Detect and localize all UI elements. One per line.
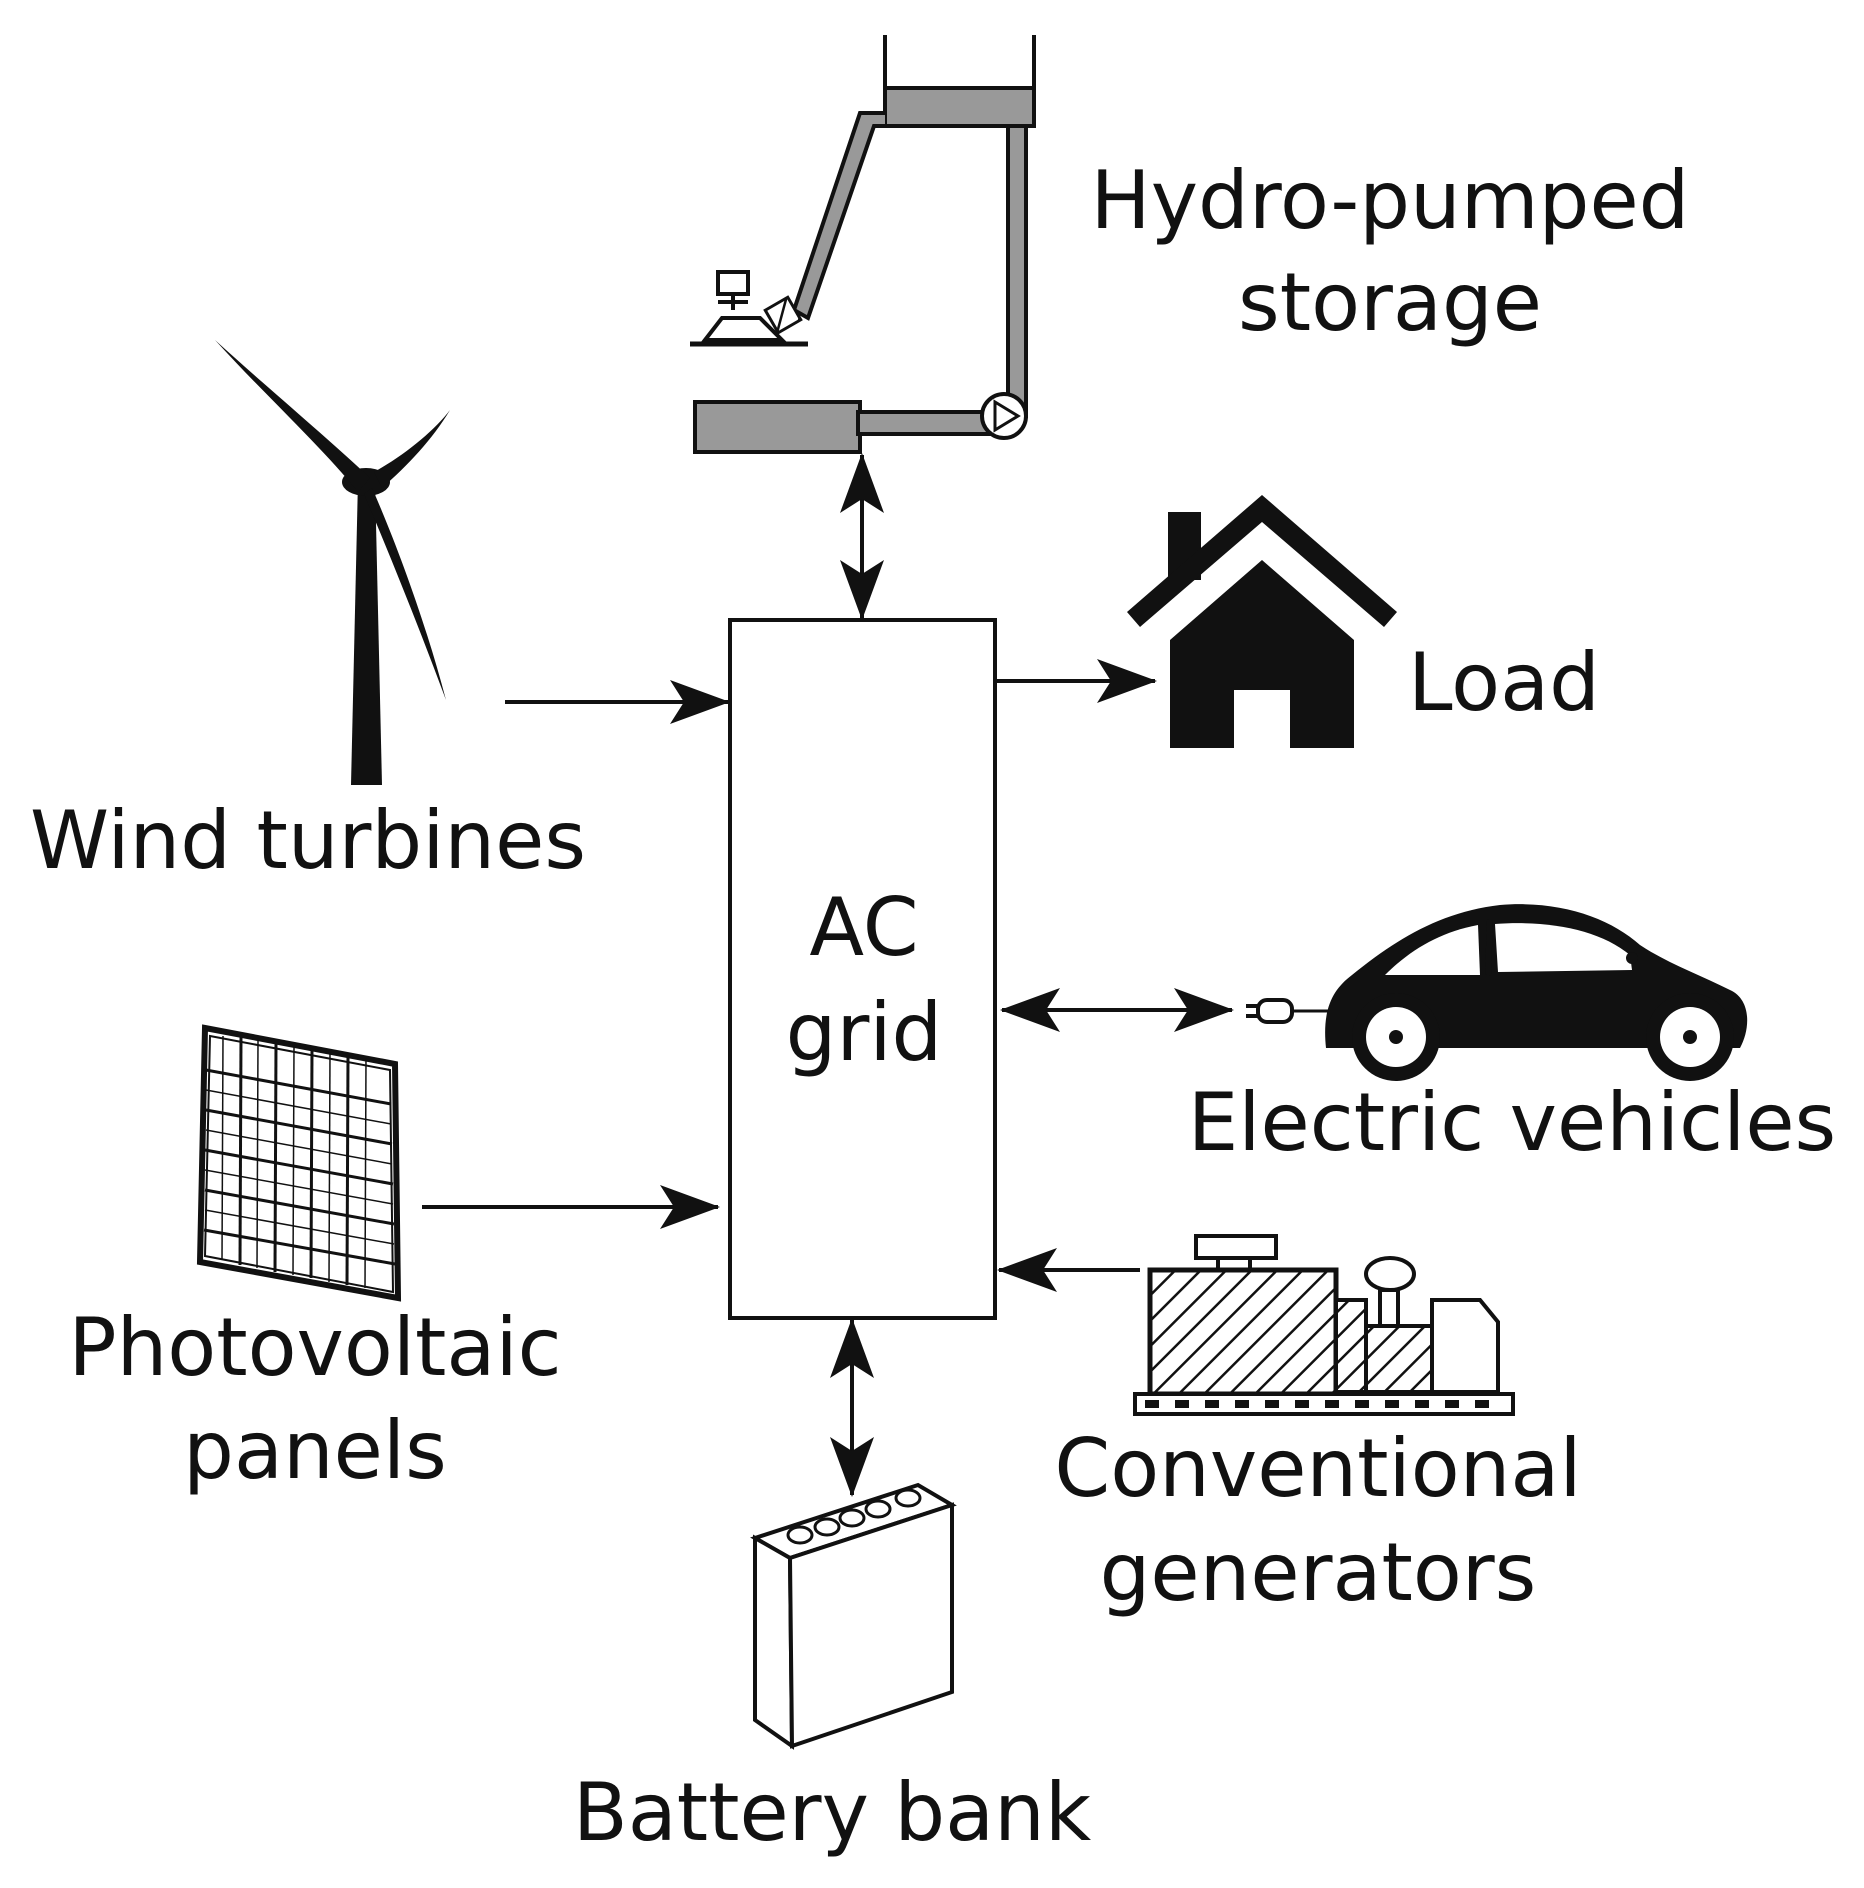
electric-car-icon: [1246, 904, 1748, 1081]
hydro-pumped-storage-icon: [690, 35, 1036, 454]
pv-label-line2: panels: [183, 1404, 447, 1497]
battery-label: Battery bank: [573, 1766, 1092, 1859]
ac-grid-label-line1: AC: [809, 881, 918, 974]
hydro-label-line1: Hydro-pumped: [1091, 154, 1690, 247]
solar-panel-icon: [196, 1024, 402, 1302]
house-icon: [1127, 495, 1397, 748]
wind-label: Wind turbines: [30, 794, 586, 887]
load-label: Load: [1408, 636, 1600, 729]
ac-grid-box: AC grid: [728, 618, 997, 1320]
generator-label-line1: Conventional: [1054, 1422, 1581, 1515]
ac-grid-label-line2: grid: [786, 986, 943, 1079]
generator-icon: [1133, 1234, 1515, 1416]
generator-label-line2: generators: [1100, 1526, 1537, 1619]
hydro-label-line2: storage: [1238, 256, 1542, 349]
flow-arrows: [422, 453, 1234, 1497]
battery-icon: [750, 1482, 957, 1750]
wind-turbine-icon: [215, 340, 450, 785]
pv-label-line1: Photovoltaic: [68, 1301, 561, 1394]
ev-label: Electric vehicles: [1188, 1076, 1836, 1169]
